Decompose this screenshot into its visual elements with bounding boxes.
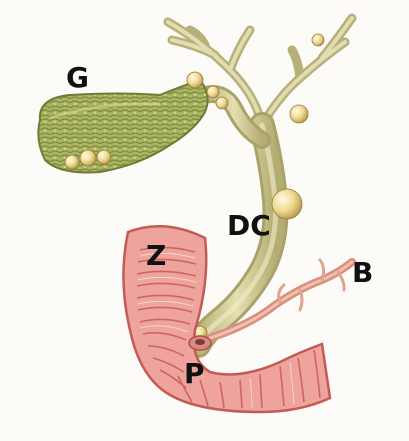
label-gallbladder: G [66, 61, 89, 94]
label-papilla: P [184, 357, 205, 390]
label-common-bile-duct: DC [227, 209, 271, 242]
gallbladder [38, 80, 207, 173]
label-duodenum: Z [146, 239, 166, 272]
papilla [189, 336, 211, 350]
label-pancreatic-duct: B [352, 256, 373, 289]
